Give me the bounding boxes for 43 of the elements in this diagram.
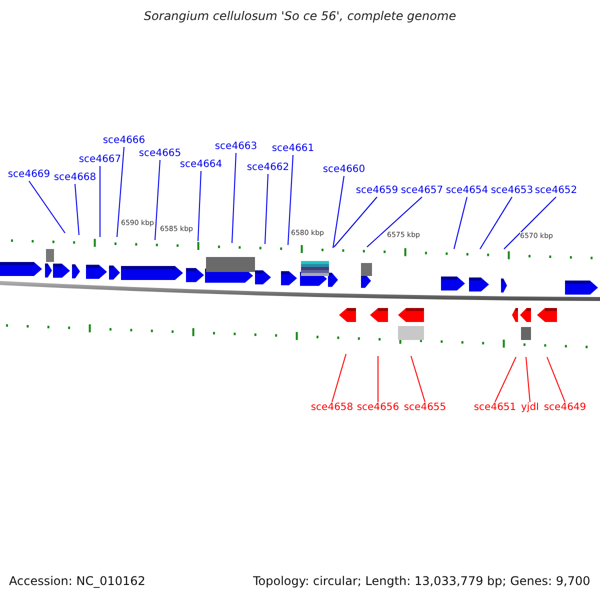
leader-line — [410, 356, 426, 402]
leader-line — [334, 196, 378, 248]
leader-line — [454, 196, 468, 250]
gene-label: sce4668 — [54, 172, 96, 184]
accession-text: Accession: NC_010162 — [9, 574, 146, 588]
gene-label: sce4664 — [180, 159, 222, 171]
leader-line — [28, 180, 66, 234]
gene-label: sce4666 — [102, 135, 146, 147]
leader-line — [366, 196, 422, 248]
gene-label: yjdI — [521, 402, 539, 414]
leader-line — [154, 160, 160, 240]
gene-label: sce4659 — [356, 185, 398, 197]
diagram-title: Sorangium cellulosum 'So ce 56', complete genome — [142, 9, 458, 23]
leader-line — [232, 152, 236, 244]
gene-label: sce4649 — [544, 402, 586, 414]
leader-line — [288, 154, 294, 246]
gene-label: sce4662 — [246, 162, 290, 174]
leader-line — [332, 354, 346, 402]
gene-label: sce4663 — [214, 141, 258, 153]
leader-line — [504, 196, 556, 250]
gene-label: sce4653 — [490, 185, 534, 197]
leader-line — [198, 170, 202, 242]
leader-line — [116, 146, 124, 238]
gene-label: sce4661 — [272, 143, 314, 155]
gene-label: sce4651 — [474, 402, 516, 414]
gene-label: sce4652 — [534, 185, 578, 197]
gene-label: sce4657 — [400, 185, 444, 197]
gene-label: sce4656 — [356, 402, 400, 414]
gene-label: sce4665 — [138, 148, 182, 160]
gene-label: sce4669 — [8, 169, 50, 181]
leader-line — [264, 174, 268, 244]
leader-line — [494, 356, 516, 402]
leader-line — [546, 356, 566, 402]
gene-label: sce4654 — [446, 185, 488, 197]
gene-label: sce4658 — [310, 402, 354, 414]
leader-line — [526, 356, 530, 402]
gene-label: sce4667 — [78, 154, 122, 166]
leader-line — [332, 176, 344, 248]
gene-label: sce4655 — [404, 402, 446, 414]
leader-line — [480, 196, 512, 250]
gene-label: sce4660 — [322, 164, 366, 176]
genome-info-text: Topology: circular; Length: 13,033,779 bp; Genes: 9,700 — [253, 574, 590, 588]
leader-line — [74, 184, 80, 236]
